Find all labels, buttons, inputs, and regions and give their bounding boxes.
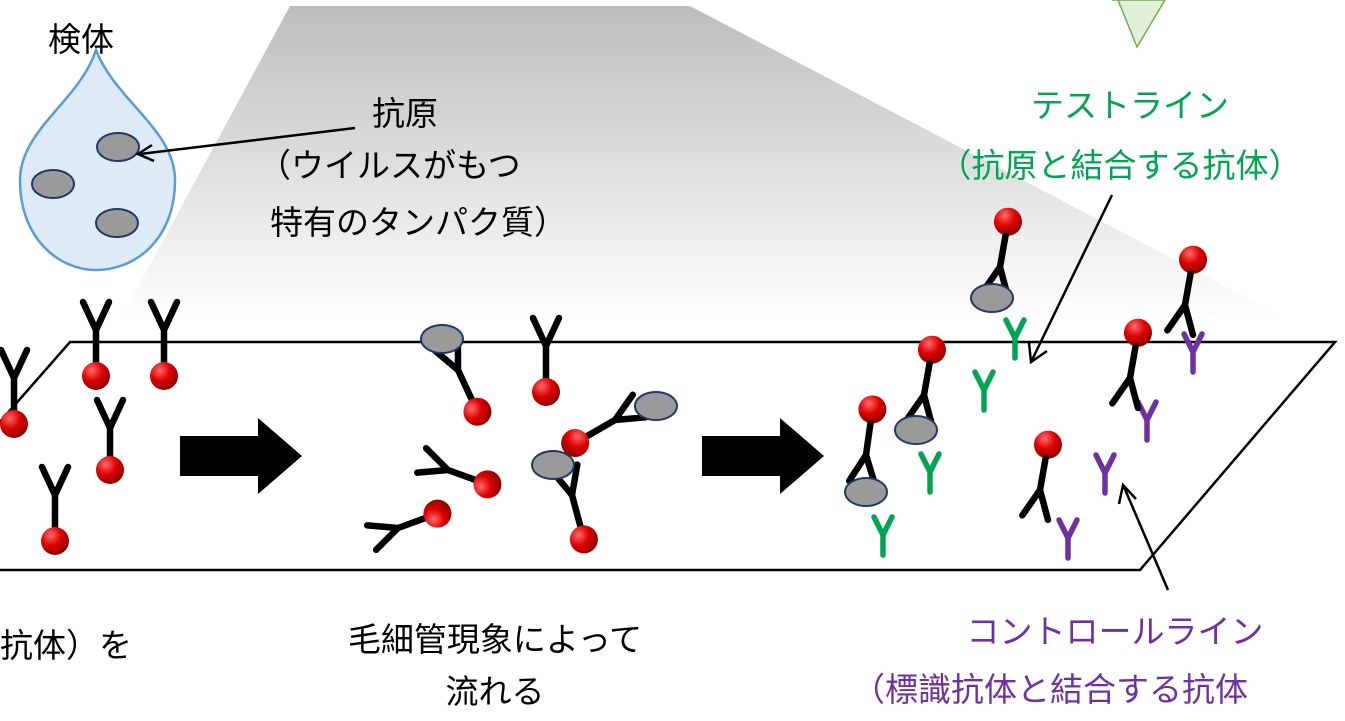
control-line-label: コントロールライン — [966, 612, 1264, 651]
test-strip — [0, 340, 1338, 572]
antigen-pointer — [139, 126, 356, 156]
sample-droplet — [18, 46, 177, 272]
antigen-desc-line2: 特有のタンパク質） — [270, 203, 567, 242]
test-line-desc: （抗原と結合する抗体） — [938, 146, 1302, 185]
control-line-desc: （標識抗体と結合する抗体 — [852, 670, 1248, 709]
test-line-pointer — [1030, 194, 1114, 361]
flow-arrow-1 — [180, 418, 302, 494]
flow-arrow-2 — [702, 418, 824, 494]
control-line-pointer — [1122, 486, 1170, 591]
antigen-desc-line1: （ウイルスがもつ — [258, 146, 521, 185]
antigen-label: 抗原 — [372, 94, 438, 133]
capillary-flow-label-2: 流れる — [445, 672, 545, 711]
capillary-flow-label: 毛細管現象によって — [347, 620, 643, 659]
callout-bubble — [1112, 0, 1166, 49]
sample-label: 検体 — [48, 20, 114, 59]
magnification-shade — [120, 6, 1290, 320]
left-caption-fragment: 抗体）を — [0, 626, 132, 665]
test-line-label: テストライン — [1031, 86, 1229, 125]
